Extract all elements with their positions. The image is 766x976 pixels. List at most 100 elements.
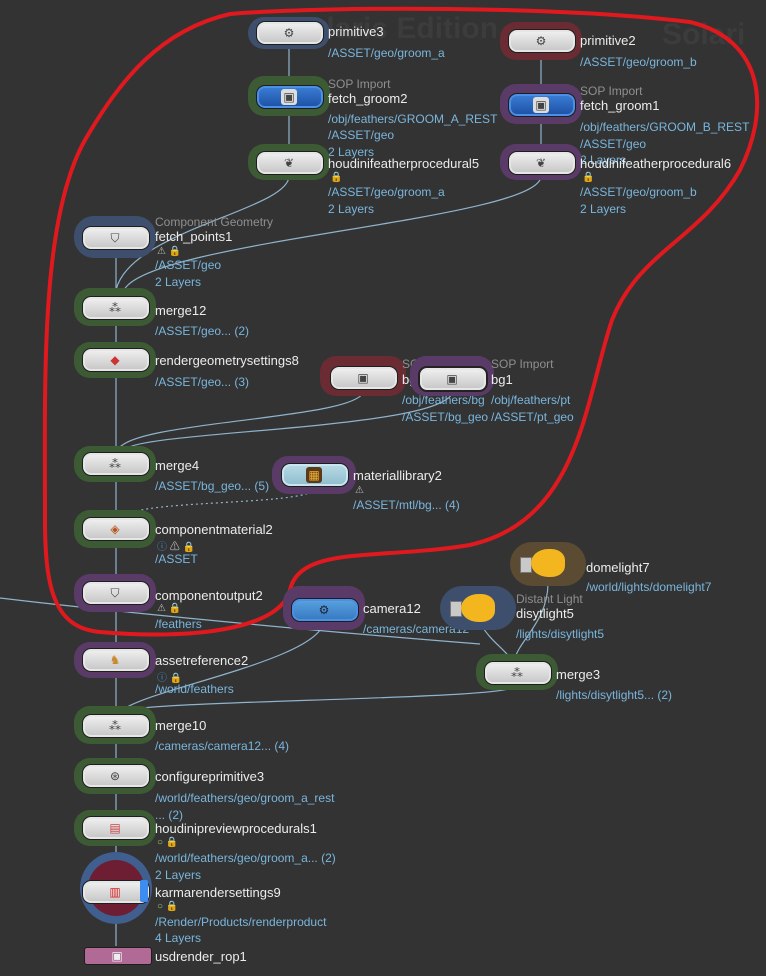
primitive-icon: ⚙ (283, 26, 295, 40)
node-name: fetch_groom1 (580, 98, 660, 113)
node-path: /ASSET/geo/groom_a (328, 185, 445, 199)
node-name: materiallibrary2 (353, 468, 442, 483)
merge-icon: ⁂ (109, 719, 121, 733)
node-path: /ASSET/bg_geo... (5) (155, 479, 270, 493)
node-path: /ASSET/geo (155, 258, 222, 272)
sop-import-icon: ▣ (357, 371, 369, 385)
node-path: /world/feathers/geo/groom_a_rest (155, 791, 335, 805)
node-name: karmarendersettings9 (155, 885, 281, 900)
watermark-solaris: Solari (662, 18, 746, 51)
node-path: /ASSET/geo... (3) (155, 375, 250, 389)
merge-icon: ⁂ (109, 457, 121, 471)
wire (123, 175, 542, 291)
node-path: /lights/disytlight5 (516, 627, 605, 641)
warning-icon: ⚠ (355, 485, 364, 496)
configure-primitive-icon: ⊛ (109, 769, 121, 783)
node-name: primitive3 (328, 24, 384, 39)
node-name: merge12 (155, 303, 207, 318)
lock-icon: 🔒 (582, 172, 595, 183)
wire (514, 582, 549, 659)
node-name: fetch_groom2 (328, 91, 408, 106)
node-name: merge4 (155, 458, 200, 473)
node-path: /obj/feathers/bg (402, 393, 485, 407)
component-material-icon: ◈ (110, 522, 120, 536)
node-type: SOP Import (328, 77, 391, 91)
wire (0, 597, 481, 645)
asset-reference-icon: ♞ (109, 653, 121, 667)
node-type: Distant Light (516, 592, 583, 606)
node-path: /ASSET/bg_geo (402, 410, 489, 424)
flag-icons: ⓘ 🔒 (157, 673, 183, 684)
camera-icon: ⚙ (318, 603, 330, 617)
material-library-icon: ▦ (306, 467, 322, 483)
flag-icons: ⚠ 🔒 (157, 603, 182, 614)
node-path: /ASSET (155, 552, 198, 566)
node-path: /lights/disytlight5... (2) (556, 688, 673, 702)
node-path: /Render/Products/renderproduct (155, 915, 327, 929)
display-flag[interactable] (140, 880, 148, 902)
node-name: houdinifeatherprocedural5 (328, 156, 480, 171)
node-layers: 2 Layers (328, 202, 375, 216)
merge-icon: ⁂ (109, 301, 121, 315)
node-name: houdinipreviewprocedurals1 (155, 821, 317, 836)
node-path: /ASSET/pt_geo (491, 410, 574, 424)
wire (123, 389, 454, 451)
node-name: camera12 (363, 601, 421, 616)
wire (117, 389, 365, 451)
sop-import-icon: ▣ (533, 97, 549, 113)
sop-import-icon: ▣ (281, 89, 297, 105)
node-name: usdrender_rop1 (155, 949, 247, 964)
node-path: /world/feathers/geo/groom_a... (2) (155, 851, 336, 865)
node-name: merge10 (155, 718, 207, 733)
light-bulb-icon (461, 594, 495, 622)
node-path: /cameras/camera12 (363, 622, 470, 636)
wire (119, 619, 325, 713)
merge-icon: ⁂ (511, 666, 523, 680)
component-geometry-icon: ⛉ (110, 231, 120, 245)
node-name: assetreference2 (155, 653, 249, 668)
node-layers: 2 Layers (328, 145, 375, 159)
flag-icons: ○ 🔒 (157, 837, 179, 848)
node-path: /world/lights/domelight7 (586, 580, 712, 594)
node-path: /obj/feathers/GROOM_B_REST (580, 120, 750, 134)
node-name: fetch_points1 (155, 229, 233, 244)
node-layers: 2 Layers (155, 275, 202, 289)
node-name: primitive2 (580, 33, 636, 48)
component-output-icon: ⛉ (110, 586, 120, 600)
node-layers: 2 Layers (580, 153, 627, 167)
node-name: merge3 (556, 667, 601, 682)
node-path: /ASSET/geo/groom_a (328, 46, 445, 60)
node-path: /ASSET/mtl/bg... (4) (353, 498, 460, 512)
node-type: SOP Import (580, 84, 643, 98)
node-layers: 2 Layers (580, 202, 627, 216)
render-geometry-icon: ◆ (110, 353, 120, 367)
flag-icons: ⚠ 🔒 (157, 246, 182, 257)
flag-icons: ⓘ ⚠ 🔒 (157, 542, 196, 553)
node-name: configureprimitive3 (155, 769, 265, 784)
node-name: componentmaterial2 (155, 522, 273, 537)
node-name: rendergeometrysettings8 (155, 353, 299, 368)
light-bulb-icon (531, 549, 565, 577)
node-path: /obj/feathers/GROOM_A_REST (328, 112, 498, 126)
node-layers: 2 Layers (155, 868, 202, 882)
node-name: houdinifeatherprocedural6 (580, 156, 732, 171)
node-path: /ASSET/geo/groom_b (580, 185, 697, 199)
node-type: SOP Import (491, 357, 554, 371)
node-path: /ASSET/geo (580, 137, 647, 151)
red-annotation-loop (42, 6, 760, 637)
node-path: /world/feathers (155, 682, 234, 696)
primitive-icon: ⚙ (535, 34, 547, 48)
karma-render-icon: ▥ (109, 885, 121, 899)
preview-procedurals-icon: ▤ (109, 821, 121, 835)
node-path: /ASSET/geo (328, 128, 395, 142)
feather-icon: ❦ (283, 156, 295, 170)
node-path: /cameras/camera12... (4) (155, 739, 290, 753)
flag-icons: ○ 🔒 (157, 901, 179, 912)
node-path: /ASSET/geo... (2) (155, 324, 250, 338)
wire (115, 175, 290, 291)
node-type: Component Geometry (155, 215, 274, 229)
node-name: disytlight5 (516, 606, 574, 621)
feather-icon: ❦ (535, 156, 547, 170)
node-path: ... (2) (155, 808, 184, 822)
usd-render-icon: ▣ (111, 949, 123, 963)
